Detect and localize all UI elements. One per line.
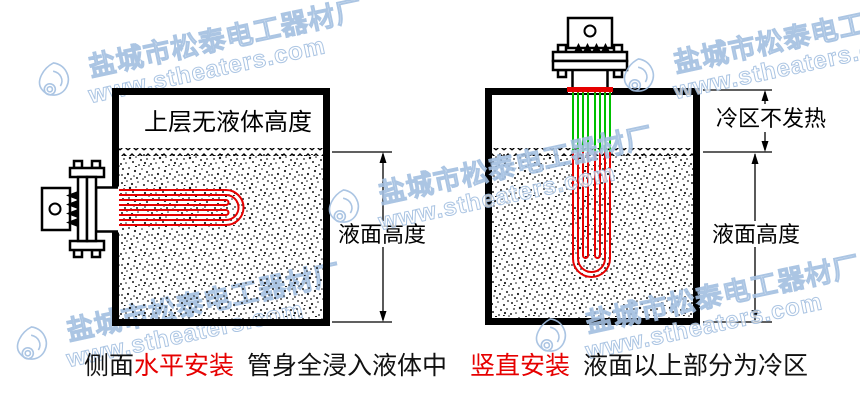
watermark-top-left: 盐城市松泰电工器材厂 www.stheaters.com bbox=[38, 0, 367, 110]
flange-column bbox=[76, 175, 89, 243]
right-liquid-height-dimension bbox=[703, 153, 772, 323]
flange-column bbox=[85, 175, 98, 243]
stheaters-logo-icon bbox=[38, 62, 70, 96]
terminal-box bbox=[566, 16, 614, 50]
right-caption-highlight: 竖直安装 bbox=[470, 352, 570, 380]
right-liquid-surface-line bbox=[492, 148, 693, 156]
right-liquid-fill bbox=[492, 154, 693, 318]
flange-neck bbox=[96, 188, 119, 231]
right-liquid-height-label: 液面高度 bbox=[712, 222, 800, 247]
terminal-box-hole bbox=[583, 24, 597, 38]
left-liquid-fill bbox=[119, 154, 323, 319]
horizontal-heater-tubes bbox=[118, 189, 245, 226]
stheaters-logo-icon bbox=[16, 326, 48, 360]
left-caption: 侧面水平安装管身全浸入液体中 bbox=[84, 352, 447, 380]
cold-zone-label-backing bbox=[712, 104, 830, 132]
left-heater-flange bbox=[40, 159, 119, 259]
vertical-heater-tubes bbox=[572, 92, 611, 278]
left-caption-suffix: 管身全浸入液体中 bbox=[247, 352, 447, 380]
flange-plate bbox=[551, 59, 629, 72]
watermark-top-right: 盐城市松泰电工器材厂 www.stheaters.com bbox=[623, 0, 860, 106]
left-liquid-surface-line bbox=[119, 148, 323, 156]
right-tank-group: 冷区不发热 液面高度 bbox=[485, 16, 830, 325]
left-caption-prefix: 侧面 bbox=[84, 352, 134, 380]
terminal-pins-icon bbox=[574, 43, 610, 52]
flange-plate bbox=[68, 166, 106, 179]
left-tank-group: 上层无液体高度 液面高度 bbox=[40, 88, 430, 326]
flange-plate bbox=[68, 239, 106, 252]
cold-zone-label: 冷区不发热 bbox=[716, 106, 826, 131]
left-tank-headspace-label: 上层无液体高度 bbox=[144, 109, 312, 136]
right-dim-label-backing bbox=[710, 221, 808, 247]
left-liquid-height-label: 液面高度 bbox=[338, 222, 426, 247]
heater-seal-plate bbox=[567, 87, 613, 92]
left-caption-highlight: 水平安装 bbox=[134, 352, 234, 380]
terminal-pins-icon bbox=[66, 191, 78, 227]
left-dim-label-backing bbox=[336, 221, 430, 247]
right-caption: 竖直安装液面以上部分为冷区 bbox=[470, 352, 808, 380]
stheaters-logo-icon bbox=[623, 58, 655, 92]
right-caption-suffix: 液面以上部分为冷区 bbox=[583, 352, 808, 380]
stheaters-logo-icon bbox=[328, 189, 360, 223]
flange-plate bbox=[551, 50, 629, 63]
stheaters-logo-icon bbox=[535, 318, 567, 352]
terminal-box-hole bbox=[48, 202, 62, 216]
right-heater-flange bbox=[551, 16, 629, 89]
flange-neck bbox=[572, 70, 608, 89]
vertical-heater-cold-section bbox=[572, 92, 611, 152]
